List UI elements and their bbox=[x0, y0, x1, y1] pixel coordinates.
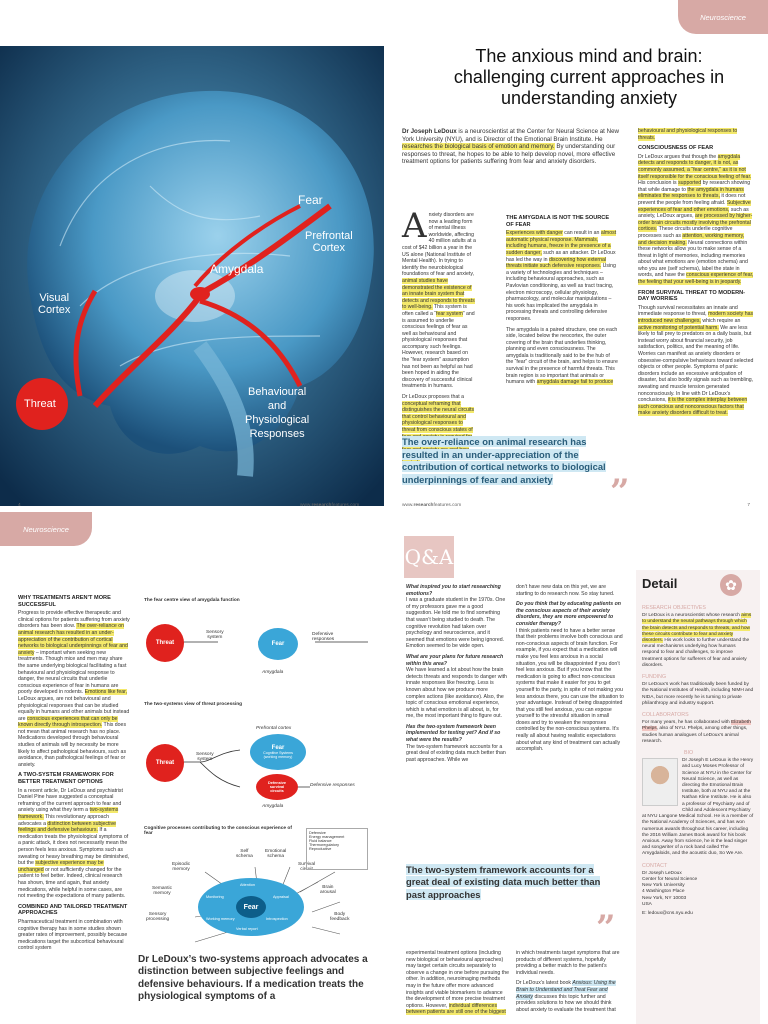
threat-circle: Threat bbox=[146, 624, 184, 662]
qa-column-1: What inspired you to start researching e… bbox=[406, 584, 507, 763]
threat-node bbox=[16, 378, 68, 430]
gear-icon: ✿ bbox=[720, 574, 742, 596]
amygdala-label: Amygdala bbox=[262, 670, 284, 675]
list-thermo: Thermoregulatory bbox=[309, 843, 339, 847]
defensive-responses-label: Defensive responses bbox=[312, 632, 335, 642]
monitoring-label: Monitoring bbox=[206, 895, 224, 899]
pull-quote: The over-reliance on animal research has… bbox=[402, 436, 606, 485]
qa-column-2: don’t have new data on this yet, we are … bbox=[516, 584, 624, 753]
column-2: THE AMYGDALA IS NOT THE SOURCE OF FEAR E… bbox=[506, 215, 618, 386]
appraisal-label: Appraisal bbox=[273, 895, 289, 899]
pull-quote: The two-system framework accounts for a … bbox=[406, 864, 601, 900]
brain-arousal-label: Brain arousal bbox=[320, 885, 336, 895]
quote-mark-icon: ” bbox=[596, 908, 616, 948]
sensory-system-label: Sensory system bbox=[206, 630, 224, 640]
list-energy: Energy management bbox=[309, 835, 345, 839]
episodic-memory-label: Episodic memory bbox=[172, 862, 191, 872]
label-amygdala: Amygdala bbox=[210, 262, 264, 276]
verbal-report-label: Verbal report bbox=[236, 927, 258, 931]
section-tab: Neuroscience bbox=[678, 0, 768, 34]
email-link[interactable]: E: ledoux@cns.nyu.edu bbox=[642, 910, 693, 916]
fear-circle: Fear bbox=[258, 628, 298, 660]
page-left-top: Fear Prefrontal Cortex Amygdala Visual C… bbox=[0, 0, 384, 512]
introspection-label: Introspection bbox=[266, 917, 288, 921]
label-prefrontal-cortex: Prefrontal Cortex bbox=[305, 230, 353, 254]
page-right-bottom: Q&A What inspired you to start researchi… bbox=[384, 512, 768, 1024]
attention-label: Attention bbox=[240, 883, 255, 887]
prefrontal-cortex-label: Prefrontal cortex bbox=[256, 726, 292, 731]
defensive-responses-label-2: Defensive responses bbox=[310, 783, 355, 788]
working-memory-label: Working memory bbox=[206, 917, 235, 921]
label-fear: Fear bbox=[298, 193, 323, 207]
label-threat: Threat bbox=[24, 398, 56, 410]
sensory-system-label-2: Sensory system bbox=[196, 752, 214, 762]
page-left-bottom: Neuroscience WHY TREATMENTS AREN’T MORE … bbox=[0, 512, 384, 1024]
defensive-survival-circle: Defensive survival circuits bbox=[256, 774, 298, 800]
drop-cap: A bbox=[402, 206, 427, 246]
amygdala-node bbox=[190, 287, 210, 301]
detail-content: RESEARCH OBJECTIVES Dr LeDoux is a neuro… bbox=[642, 605, 754, 916]
list-defensive: Defensive bbox=[309, 831, 326, 835]
section-tab: Neuroscience bbox=[0, 512, 92, 546]
threat-circle-2: Threat bbox=[146, 744, 184, 782]
intro-paragraph: Dr Joseph LeDoux is a neuroscientist at … bbox=[402, 128, 620, 166]
label-responses: Behavioural and Physiological Responses bbox=[245, 386, 310, 440]
page-number: 4 bbox=[18, 503, 21, 508]
column-3: behavioural and physiological responses … bbox=[638, 128, 754, 417]
label-visual-cortex: Visual Cortex bbox=[38, 292, 71, 316]
diagram-3-title: Cognitive processes contributing to the … bbox=[144, 826, 292, 836]
sensory-processing-label: Sensory processing bbox=[146, 912, 170, 922]
list-repro: Reproductive bbox=[309, 847, 332, 851]
diagram-1-title: The fear centre view of amygdala functio… bbox=[144, 598, 240, 603]
amygdala-label-2: Amygdala bbox=[262, 804, 284, 809]
survival-functions-box: Defensive Energy management Fluid balanc… bbox=[306, 828, 368, 870]
portrait-photo bbox=[642, 758, 678, 807]
detail-title: Detail bbox=[642, 576, 678, 591]
brain-illustration bbox=[0, 46, 384, 506]
quote-mark-icon: ” bbox=[610, 472, 630, 512]
fear-inner-circle: Fear bbox=[236, 896, 266, 918]
qa-logo: Q&A bbox=[404, 536, 454, 578]
footer-url: www.researchfeatures.com bbox=[300, 503, 360, 508]
page-right-top: Neuroscience The anxious mind and brain:… bbox=[384, 0, 768, 512]
self-schema-label: Self schema bbox=[236, 849, 253, 859]
bottom-col-1: experimental treatment options (includin… bbox=[406, 950, 509, 1016]
emotional-schema-label: Emotional schema bbox=[265, 849, 287, 859]
list-fluid: Fluid balance bbox=[309, 839, 332, 843]
diagram-2-title: The two-systems view of threat processin… bbox=[144, 702, 243, 707]
semantic-memory-label: Semantic memory bbox=[152, 886, 172, 896]
bottom-col-2: in which treatments target symptoms that… bbox=[516, 950, 620, 1013]
article-title: The anxious mind and brain: challenging … bbox=[453, 46, 725, 108]
footer-url: www.researchfeatures.com bbox=[402, 503, 462, 508]
treatments-column: WHY TREATMENTS AREN’T MORE SUCCESSFUL Pr… bbox=[18, 595, 130, 952]
page-number: 7 bbox=[747, 503, 750, 508]
pull-quote: Dr LeDoux’s two-systems approach advocat… bbox=[138, 954, 368, 1003]
body-feedback-label: Body feedback bbox=[330, 912, 350, 922]
